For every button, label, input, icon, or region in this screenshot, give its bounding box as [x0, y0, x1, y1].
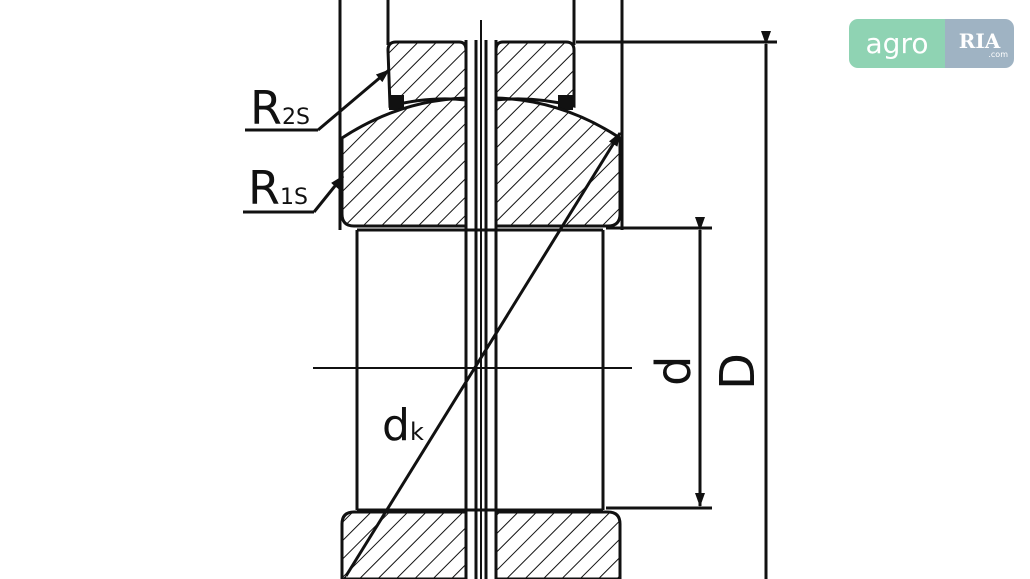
D-label: D [710, 353, 766, 390]
seal-left [389, 95, 404, 110]
r1s-subscript: 1S [280, 185, 308, 210]
agro-logo: agro [849, 19, 945, 68]
dk-dimension-line [334, 132, 622, 579]
ria-logo: RIA .com [945, 19, 1014, 68]
dk-main-text: d [382, 400, 410, 451]
agro-logo-text: agro [865, 27, 929, 60]
dk-subscript: k [410, 418, 424, 446]
ria-logo-text: RIA [958, 28, 1001, 53]
outer-ring-left-section [386, 40, 468, 108]
dk-label: dk [382, 400, 424, 451]
r1s-main-text: R [248, 161, 280, 215]
inner-ring-bottom-left-section [340, 510, 468, 579]
seal-right [558, 95, 573, 110]
inner-ring-top-left-section [340, 96, 468, 228]
inner-ring-bottom-right-section [494, 510, 622, 579]
r2s-subscript: 2S [282, 105, 310, 130]
r2s-main-text: R [250, 81, 282, 135]
r1s-label: R1S [248, 161, 308, 215]
outer-ring-right-section [494, 40, 576, 108]
r2s-label: R2S [250, 81, 310, 135]
r2s-leader-arrow [317, 68, 390, 132]
r1s-leader-arrow [312, 175, 345, 213]
d-label: d [646, 356, 702, 386]
ria-logo-domain: .com [988, 49, 1008, 59]
